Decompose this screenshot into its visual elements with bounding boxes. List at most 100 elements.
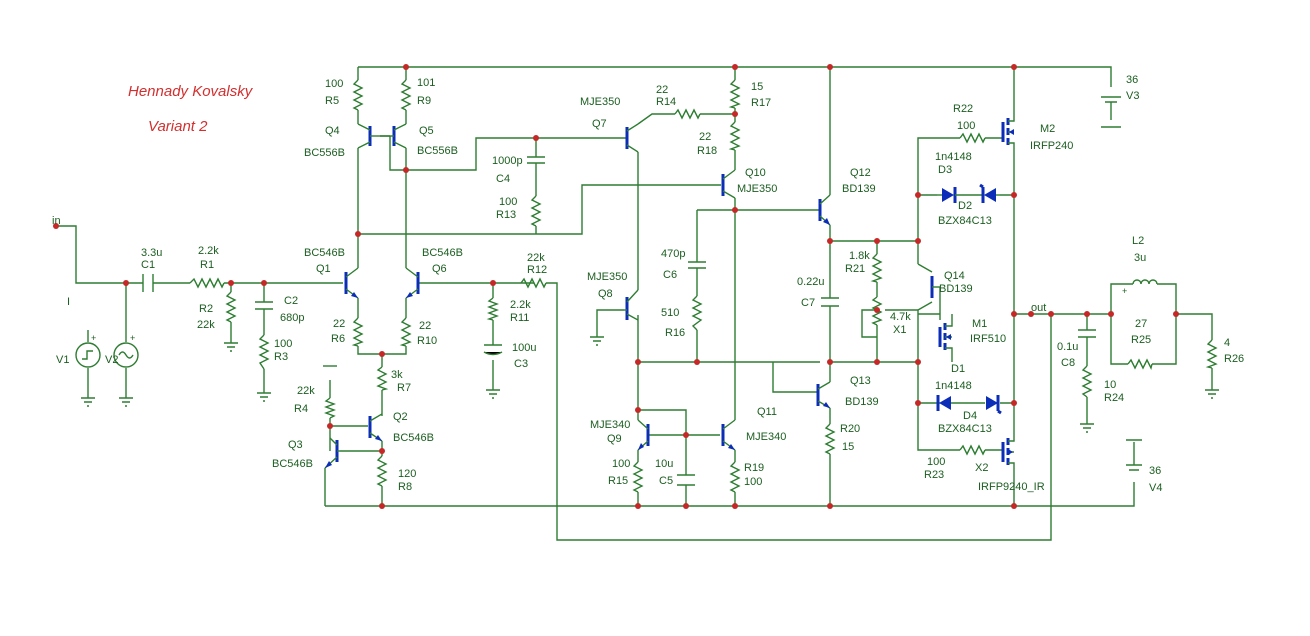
transistor-q7 bbox=[625, 123, 639, 153]
label-c1-value: 3.3u bbox=[141, 247, 162, 259]
label-q3-part: BC546B bbox=[272, 458, 313, 470]
label-r12-ref: R12 bbox=[527, 264, 547, 276]
resistor-r19 bbox=[729, 461, 741, 493]
label-c6-ref: C6 bbox=[663, 269, 677, 281]
resistor-r11 bbox=[486, 297, 499, 321]
label-r17-ref: R17 bbox=[751, 97, 771, 109]
label-r24-value: 10 bbox=[1104, 379, 1116, 391]
label-q14-ref: Q14 bbox=[944, 270, 965, 282]
label-l2-ref: L2 bbox=[1132, 235, 1144, 247]
resistor-r3 bbox=[258, 334, 270, 370]
label-c4-value: 1000p bbox=[492, 155, 523, 167]
label-x1-value: 4.7k bbox=[890, 311, 911, 323]
label-r19-value: 100 bbox=[744, 476, 762, 488]
transistor-q2 bbox=[368, 413, 383, 442]
sources: + + bbox=[75, 96, 1142, 471]
label-v2: V2 bbox=[105, 354, 118, 366]
resistor-r6 bbox=[351, 317, 364, 347]
feedback-wire bbox=[546, 282, 1052, 541]
label-l2-value: 3u bbox=[1134, 252, 1146, 264]
transistor-q9 bbox=[637, 419, 650, 451]
label-q12-ref: Q12 bbox=[850, 167, 871, 179]
label-q8-part: MJE350 bbox=[587, 271, 627, 283]
transistor-q3 bbox=[324, 437, 340, 469]
source-v2: + bbox=[113, 333, 139, 368]
label-q3-ref: Q3 bbox=[288, 439, 303, 451]
transistor-q1 bbox=[344, 267, 359, 299]
label-r16-value: 510 bbox=[661, 307, 679, 319]
label-r6-value: 22 bbox=[333, 318, 345, 330]
author-name: Hennady Kovalsky bbox=[128, 83, 254, 100]
label-r13-ref: R13 bbox=[496, 209, 516, 221]
resistor-r1 bbox=[189, 277, 225, 289]
resistor-r9 bbox=[400, 79, 412, 111]
diode-d4 bbox=[986, 395, 1002, 415]
label-c8-ref: C8 bbox=[1061, 357, 1075, 369]
variant-label: Variant 2 bbox=[148, 118, 208, 135]
label-r10-value: 22 bbox=[419, 320, 431, 332]
mosfet-x2 bbox=[1001, 438, 1015, 470]
negative-rail bbox=[325, 482, 1135, 507]
ground-symbols bbox=[81, 336, 1219, 433]
label-r11-ref: R11 bbox=[510, 312, 529, 324]
label-r22-ref: R22 bbox=[953, 103, 973, 115]
label-r13-value: 100 bbox=[499, 196, 517, 208]
label-r6-ref: R6 bbox=[331, 333, 345, 345]
label-r2-ref: R2 bbox=[199, 303, 213, 315]
label-c5-value: 10u bbox=[655, 458, 673, 470]
label-r19-ref: R19 bbox=[744, 462, 764, 474]
capacitor-c4 bbox=[527, 156, 545, 164]
label-q2-ref: Q2 bbox=[393, 411, 408, 423]
capacitor-c6 bbox=[688, 261, 706, 269]
label-q11-part: MJE340 bbox=[746, 431, 786, 443]
label-r26-value: 4 bbox=[1224, 337, 1230, 349]
source-v1: + bbox=[75, 333, 101, 368]
label-r3-value: 100 bbox=[274, 338, 292, 350]
label-r4-ref: R4 bbox=[294, 403, 308, 415]
label-r22-value: 100 bbox=[957, 120, 975, 132]
capacitor-c7 bbox=[821, 297, 839, 307]
diode-d1 bbox=[936, 395, 985, 411]
label-d3-value: 1n4148 bbox=[935, 151, 972, 163]
label-q14-part: BD139 bbox=[939, 283, 973, 295]
transistor-q4 bbox=[357, 123, 380, 149]
label-v3-value: 36 bbox=[1126, 74, 1138, 86]
label-r20-value: 15 bbox=[842, 441, 854, 453]
label-r9-ref: R9 bbox=[417, 95, 431, 107]
capacitors bbox=[142, 156, 1096, 486]
label-q9-part: MJE340 bbox=[590, 419, 630, 431]
label-q11-ref: Q11 bbox=[757, 406, 777, 418]
capacitor-c2 bbox=[255, 301, 273, 310]
label-r15-value: 100 bbox=[612, 458, 630, 470]
label-m2-part: IRFP240 bbox=[1030, 140, 1073, 152]
label-c2-value: 680p bbox=[280, 312, 304, 324]
label-q10-part: MJE350 bbox=[737, 183, 777, 195]
label-q6-part: BC546B bbox=[422, 247, 463, 259]
label-r23-value: 100 bbox=[927, 456, 945, 468]
label-r9-value: 101 bbox=[417, 77, 435, 89]
label-q13-ref: Q13 bbox=[850, 375, 871, 387]
transistor-q5 bbox=[380, 123, 407, 149]
label-r20-ref: R20 bbox=[840, 423, 860, 435]
component-labels: in I V1 V2 3.3u C1 2.2k R1 R2 22k C2 680… bbox=[52, 74, 1244, 494]
label-v4-ref: V4 bbox=[1149, 482, 1162, 494]
resistor-r23 bbox=[959, 444, 986, 456]
resistor-r4 bbox=[324, 397, 336, 419]
diode-d3 bbox=[937, 187, 982, 203]
mosfets bbox=[938, 113, 1015, 470]
label-r1-value: 2.2k bbox=[198, 245, 219, 257]
label-r12-value: 22k bbox=[527, 252, 545, 264]
capacitor-c8 bbox=[1078, 329, 1096, 338]
label-c2-ref: C2 bbox=[284, 295, 298, 307]
label-c3-ref: C3 bbox=[514, 358, 528, 370]
label-r25-ref: R25 bbox=[1131, 334, 1151, 346]
label-v3-ref: V3 bbox=[1126, 90, 1139, 102]
label-r26-ref: R26 bbox=[1224, 353, 1244, 365]
label-m1-ref: M1 bbox=[972, 318, 987, 330]
label-d4-value: 1n4148 bbox=[935, 380, 972, 392]
label-r4-value: 22k bbox=[297, 385, 315, 397]
resistor-r20 bbox=[824, 423, 836, 455]
resistors bbox=[189, 79, 1218, 493]
